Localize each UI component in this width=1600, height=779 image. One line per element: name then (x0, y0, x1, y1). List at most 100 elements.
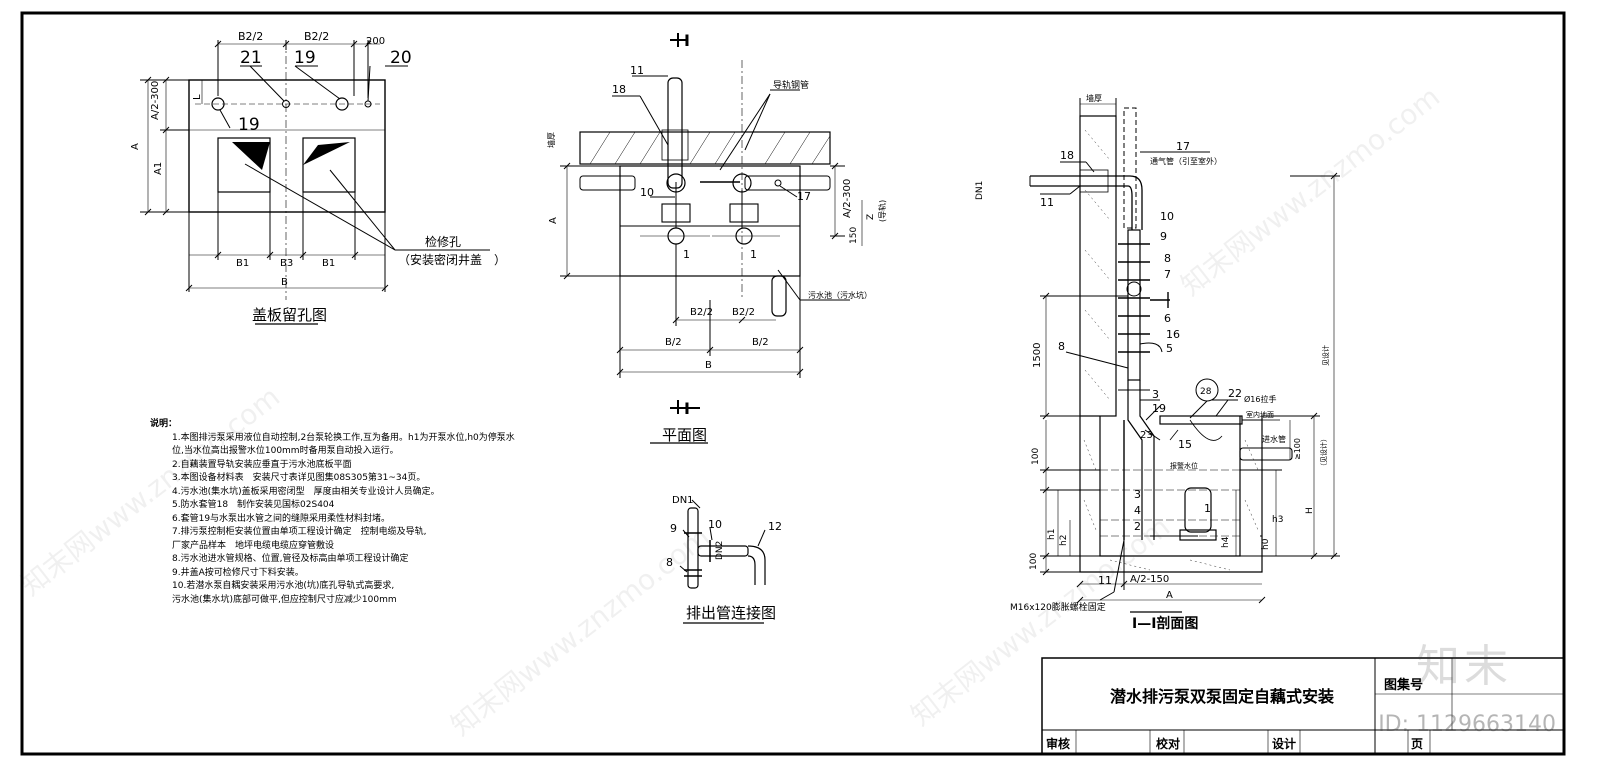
item-tag: DN1 (672, 495, 694, 506)
view-title: 排出管连接图 (686, 604, 776, 622)
item-tag: 11 (1098, 574, 1112, 587)
dim-label: DN1 (975, 181, 985, 200)
discharge-detail-drawing (679, 499, 766, 624)
item-tag: 1 (683, 248, 690, 261)
dim-label: A/2-300 (842, 179, 853, 218)
note-line: 1.本图排污泵采用液位自动控制,2台泵轮换工作,互为备用。h1为开泵水位,h0为… (172, 432, 515, 443)
item-tag: 9 (670, 522, 677, 535)
item-tag: 1 (750, 248, 757, 261)
dim-label: B/2 (665, 337, 682, 348)
plan-view-drawing (560, 33, 863, 444)
review-label: 审核 (1046, 736, 1070, 751)
note-line: 2.自藕装置导轨安装应垂直于污水池底板平面 (172, 459, 352, 470)
dim-label: (导轨) (877, 200, 887, 222)
note-line: 污水池(集水坑)底部可做平,但应控制尺寸应减少100mm (172, 594, 397, 605)
dim-label: B1 (236, 258, 249, 269)
item-tag: 10 (1160, 210, 1174, 223)
callout-text: 进水管 (1262, 434, 1286, 444)
discharge-detail-labels: DN1 9 10 12 8 DN2 排出管连接图 (666, 495, 782, 622)
plan-view-labels: I I 11 18 10 1 1 17 导轨钢管 墙厚 A A/2-300 Z … (546, 31, 887, 444)
callout-text: 通气管（引至室外） (1150, 156, 1222, 166)
item-tag: 2 (1134, 520, 1141, 533)
dim-label: A (1166, 590, 1173, 601)
item-tag: 22 (1228, 387, 1242, 400)
dim-label: ≥100 (1293, 438, 1302, 460)
drawing-title: 潜水排污泵双泵固定自藕式安装 (1110, 687, 1334, 706)
item-tag: 18 (1060, 149, 1074, 162)
callout-text: Ø16拉手 (1244, 394, 1276, 404)
title-block-labels: 潜水排污泵双泵固定自藕式安装 图集号 页 审核 校对 设计 (1046, 677, 1423, 751)
dim-label: B2/2 (238, 30, 263, 43)
section-mark: I (684, 399, 690, 418)
dim-label: A (548, 217, 559, 224)
note-line: 8.污水池进水管规格、位置,管径及标高由单项工程设计确定 (172, 554, 409, 564)
callout-text: （安装密闭井盖 ） (398, 252, 506, 267)
item-tag: 8 (1164, 252, 1171, 265)
dim-label: L (192, 94, 203, 100)
section-mark: I (684, 31, 690, 50)
watermark-brand: 知末 (1416, 641, 1512, 692)
callout-text: 报警水位 (1170, 461, 1198, 470)
notes-block: 说明： 1.本图排污泵采用液位自动控制,2台泵轮换工作,互为备用。h1为开泵水位… (150, 418, 515, 608)
drawing-number-label: 图集号 (1384, 677, 1423, 693)
note-line: 6.套管19与水泵出水管之间的缝隙采用柔性材料封堵。 (172, 513, 391, 524)
item-tag: 19 (294, 48, 316, 68)
item-tag: DN2 (715, 541, 725, 560)
dim-label: A/2-300 (150, 81, 161, 120)
page-label: 页 (1411, 737, 1423, 751)
item-tag: 10 (640, 186, 654, 199)
cover-plan-labels: B2/2 B2/2 200 21 19 20 19 A A1 A/2-300 L… (130, 30, 506, 324)
dim-label: B1 (322, 258, 335, 269)
item-tag: 18 (612, 83, 626, 96)
dim-label: B3 (280, 258, 293, 269)
note-line: 3.本图设备材料表 安装尺寸表详见图集08S305第31~34页。 (172, 473, 426, 483)
dim-label: B2/2 (304, 30, 329, 43)
dim-label: h1 (1047, 529, 1057, 540)
item-tag: 4 (1134, 504, 1141, 517)
section-view-drawing (1029, 98, 1340, 613)
dim-label: h0 (1261, 538, 1271, 550)
callout-text: 导轨钢管 (773, 79, 809, 91)
item-tag: 7 (1164, 268, 1171, 281)
item-tag: 1 (1204, 502, 1211, 515)
view-title: 盖板留孔图 (252, 306, 327, 324)
dim-label: B2/2 (690, 307, 713, 318)
item-tag: 11 (1040, 196, 1054, 209)
item-tag: 23 (1140, 430, 1153, 441)
item-tag: 5 (1166, 342, 1173, 355)
dim-label: B/2 (752, 337, 769, 348)
callout-text: 墙厚 (546, 132, 556, 148)
item-tag: 16 (1166, 328, 1180, 341)
dim-label: 150 (849, 227, 859, 244)
section-view-labels: 墙厚 17 通气管（引至室外） 18 DN1 11 10 9 8 7 6 16 … (975, 93, 1330, 632)
item-tag: 17 (1176, 140, 1190, 153)
item-tag: 8 (666, 556, 673, 569)
note-line: 7.排污泵控制柜安装位置由单项工程设计确定 控制电缆及导轨, (172, 527, 427, 537)
notes-lines: 1.本图排污泵采用液位自动控制,2台泵轮换工作,互为备用。h1为开泵水位,h0为… (150, 432, 515, 608)
design-label: 设计 (1272, 736, 1296, 751)
dim-label: A (130, 143, 141, 150)
item-tag: 8 (1058, 340, 1065, 353)
watermark-id: ID: 1129663140 (1378, 712, 1556, 737)
dim-label: Z (866, 214, 876, 220)
title-block (1041, 657, 1565, 755)
note-line: 9.井盖A按可检修尺寸下料安装。 (172, 567, 304, 578)
item-tag: 15 (1178, 438, 1192, 451)
callout-text: 污水池（污水坑） (808, 290, 872, 300)
note-line: 4.污水池(集水坑)盖板采用密闭型 厚度由相关专业设计人员确定。 (172, 486, 440, 497)
item-tag: 12 (768, 520, 782, 533)
dim-label: H (1305, 507, 1315, 514)
item-tag: 28 (1200, 387, 1212, 397)
item-tag: 19 (1152, 402, 1166, 415)
item-tag: 20 (390, 48, 412, 68)
callout-text: 见设计 (1321, 345, 1330, 366)
dim-label: 100 (1031, 448, 1041, 465)
check-label: 校对 (1156, 736, 1180, 751)
dim-label: B (281, 277, 288, 288)
dim-label: B2/2 (732, 307, 755, 318)
dim-label: h2 (1059, 535, 1069, 546)
item-tag: 3 (1152, 388, 1159, 401)
dim-label: A/2-150 (1130, 574, 1169, 585)
note-line: 10.若潜水泵自耦安装采用污水池(坑)底孔导轨式高要求, (172, 581, 395, 591)
